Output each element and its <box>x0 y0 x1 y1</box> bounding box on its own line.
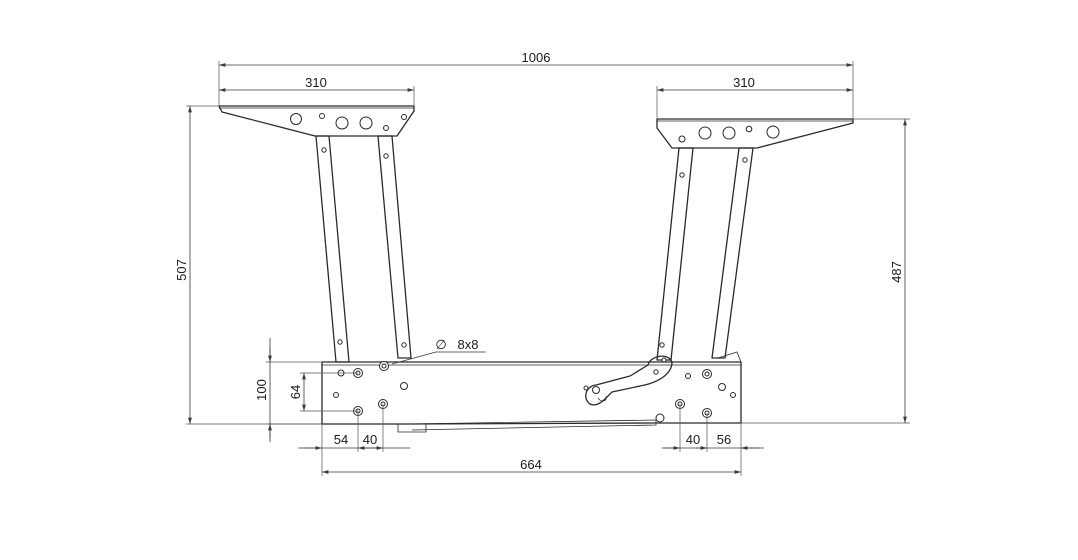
right-link-bar <box>711 147 754 359</box>
dim-left-spacing: 40 <box>363 432 377 447</box>
dim-left-offset: 54 <box>334 432 348 447</box>
mounting-hole <box>685 373 691 379</box>
plate-hole <box>290 113 302 125</box>
plate-hole <box>766 125 780 139</box>
base-rail <box>321 351 742 433</box>
dim-hole-spec: 8x8 <box>458 337 479 352</box>
plate-hole <box>359 116 373 130</box>
mounting-hole <box>704 371 710 377</box>
dimension-lines <box>186 61 910 476</box>
dim-right-spacing: 40 <box>686 432 700 447</box>
left-top-plate <box>218 105 415 137</box>
plate-hole <box>745 125 753 133</box>
right-arm <box>656 118 854 361</box>
dim-overall-width: 1006 <box>522 50 551 65</box>
dim-hole-spacing: 64 <box>288 385 303 399</box>
mounting-hole <box>655 413 665 423</box>
dim-base-height: 100 <box>254 379 269 401</box>
plate-hole <box>335 116 349 130</box>
lock-mechanism <box>583 355 673 406</box>
plate-hole <box>401 114 407 120</box>
hole-spec-symbol: ∅ <box>435 337 446 352</box>
right-link-bar <box>656 147 694 361</box>
dim-height-left: 507 <box>174 259 189 281</box>
plate-hole <box>722 126 736 140</box>
mounting-hole <box>381 363 387 369</box>
dim-base-length: 664 <box>520 457 542 472</box>
left-link-bar <box>377 135 412 359</box>
plate-hole <box>698 126 712 140</box>
right-top-plate <box>656 118 854 149</box>
plate-hole <box>319 113 325 119</box>
mounting-hole <box>730 392 736 398</box>
left-arm <box>218 105 415 363</box>
plate-hole <box>678 135 686 143</box>
plate-hole <box>383 125 389 131</box>
mounting-hole <box>333 392 339 398</box>
mounting-hole <box>400 382 408 390</box>
mounting-hole <box>718 383 726 391</box>
dim-top-plate-left: 310 <box>305 75 327 90</box>
dim-top-plate-right: 310 <box>733 75 755 90</box>
dim-height-right: 487 <box>889 261 904 283</box>
left-link-bar <box>315 135 350 363</box>
dim-right-offset: 56 <box>717 432 731 447</box>
